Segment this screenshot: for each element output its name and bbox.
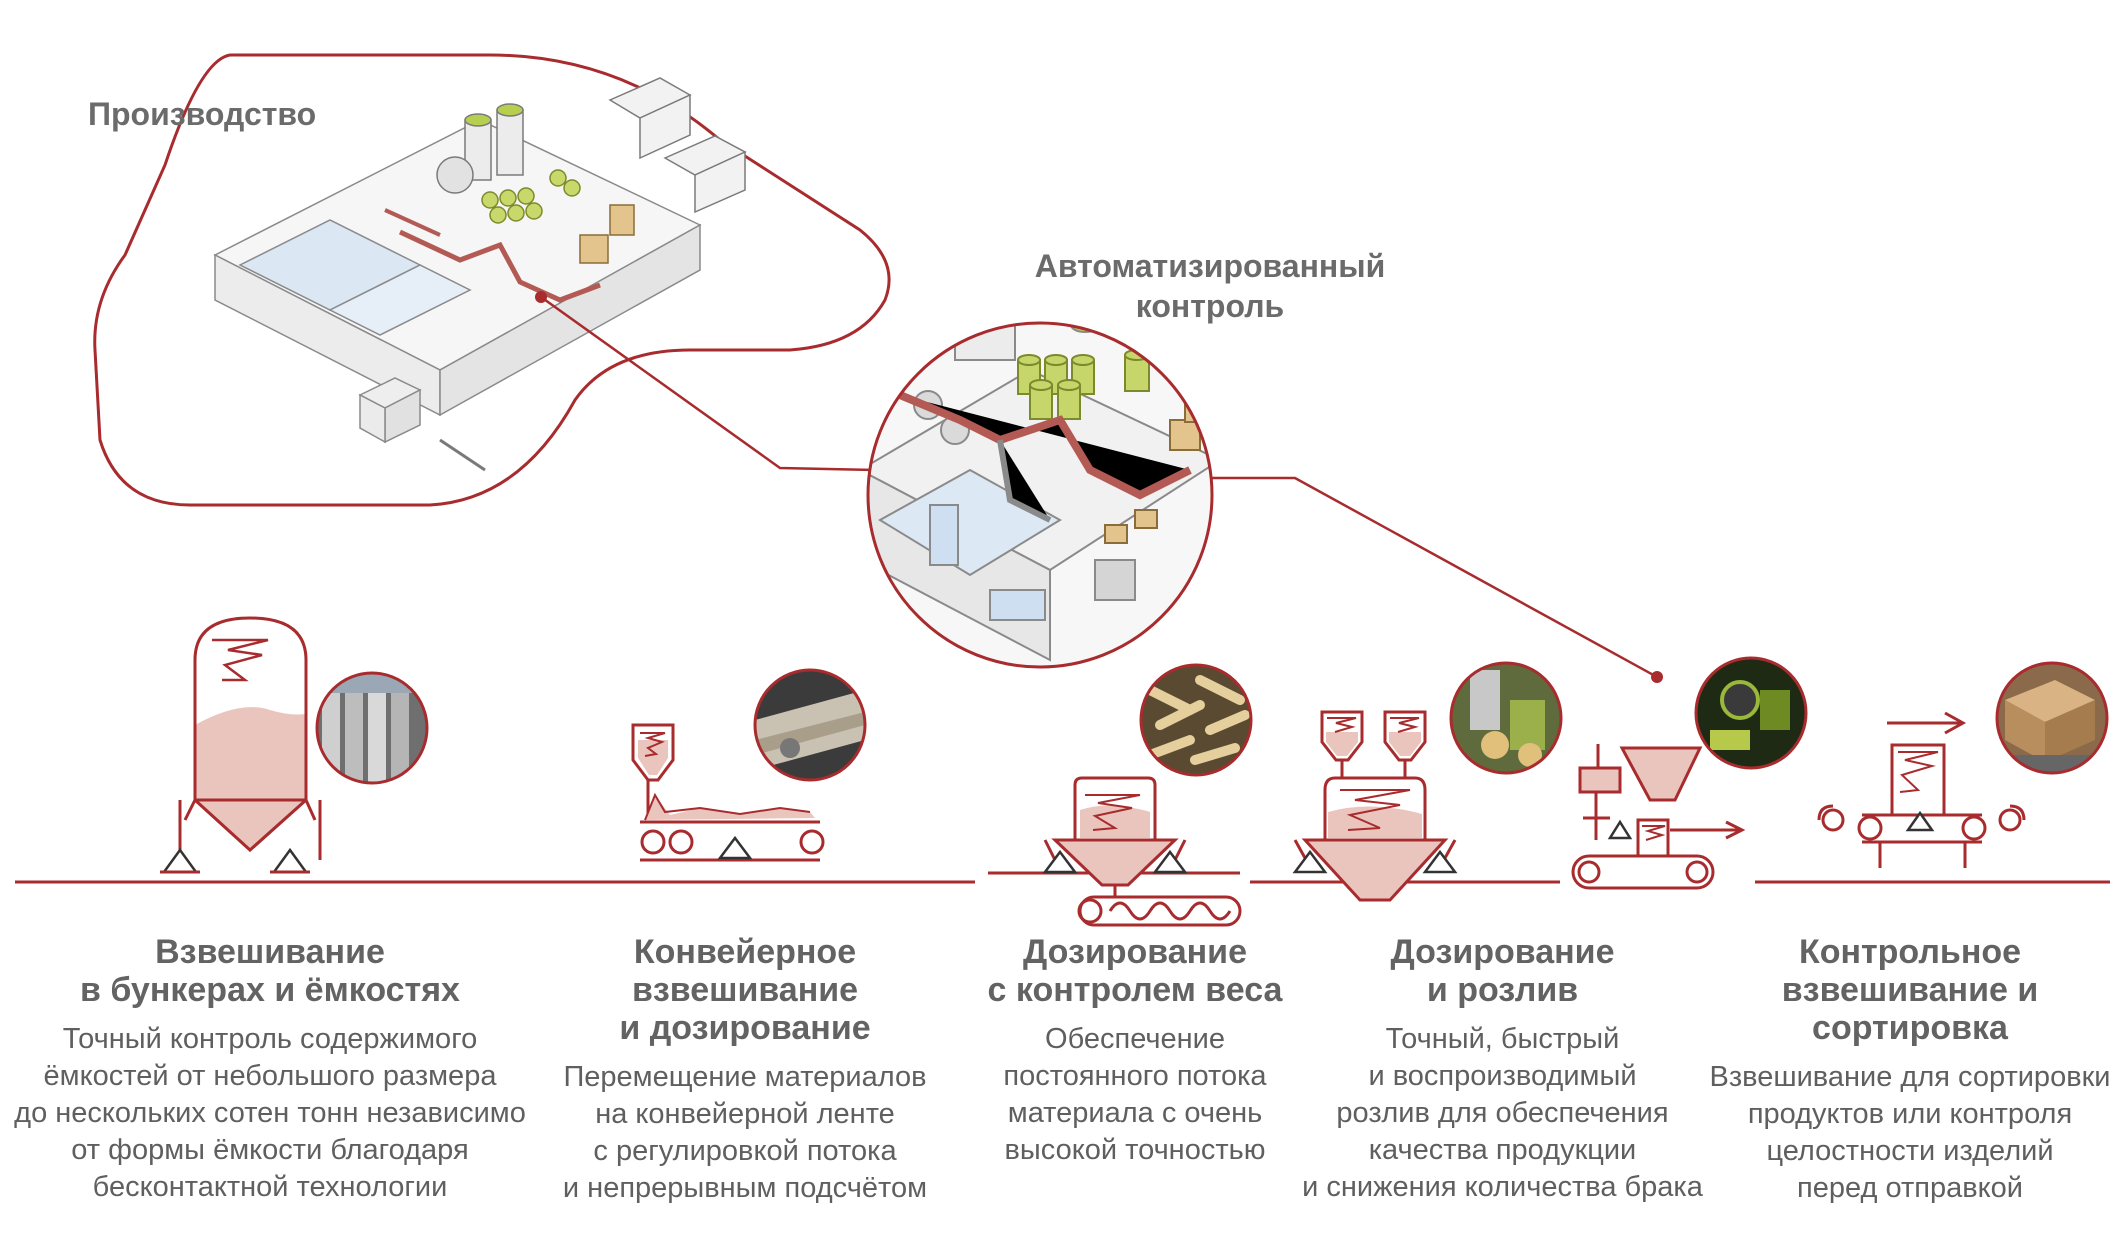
station-title: с контролем веса (987, 971, 1283, 1009)
station-description: постоянного потока (1003, 1060, 1267, 1092)
silo-icon (160, 616, 322, 874)
automated-control-label: Автоматизированный контроль (1020, 246, 1400, 326)
station-description: высокой точностью (1004, 1134, 1266, 1166)
station-description: и воспроизводимый (1368, 1060, 1637, 1092)
bottling-conveyor-icon (1571, 744, 1746, 890)
station-description: Обеспечение (1045, 1023, 1225, 1055)
station-description: перед отправкой (1797, 1172, 2023, 1204)
station-title: Конвейерное взвешивание (631, 933, 859, 1009)
automated-control-label-line2: контроль (1135, 288, 1285, 324)
station-title: Дозирование (1022, 933, 1247, 971)
magnifier-circle (866, 321, 1214, 669)
connector-lines (540, 295, 1658, 679)
anchor-dot-right (1651, 671, 1663, 683)
production-label: Производство (88, 96, 317, 132)
station-title: Контрольное (1798, 933, 2022, 971)
automated-control-label-line1: Автоматизированный (1034, 248, 1386, 284)
station-title: Дозирование (1390, 933, 1615, 971)
station-description: и снижения количества брака (1302, 1171, 1703, 1203)
station-description: розлив для обеспечения (1336, 1097, 1669, 1129)
station-title: и дозирование (619, 1009, 871, 1047)
station-description: материала с очень (1007, 1097, 1263, 1129)
conveyor-scale-icon (631, 723, 825, 862)
station-check-weighing: Контрольное взвешивание и сортировка Взв… (1695, 933, 2125, 1207)
station-description: от формы ёмкости благодаря (71, 1134, 469, 1166)
factory-illustration (213, 77, 747, 472)
station-description: с регулировкой потока (593, 1135, 897, 1167)
station-title: Взвешивание (155, 933, 385, 971)
checkweigher-icon (1817, 711, 2026, 868)
station-description: качества продукции (1368, 1134, 1637, 1166)
station-dosing-filling: Дозирование и розлив Точный, быстрый и в… (1290, 933, 1715, 1206)
station-description: бесконтактной технологии (92, 1171, 448, 1203)
ground-lines (15, 871, 2110, 884)
station-description: Перемещение материалов (563, 1061, 927, 1093)
station-title: и розлив (1426, 971, 1579, 1009)
station-hopper-weighing: Взвешивание в бункерах и ёмкостях Точный… (5, 933, 535, 1206)
station-conveyor-weighing: Конвейерное взвешивание и дозирование Пе… (535, 933, 955, 1207)
filling-machine-photo (1449, 661, 1563, 775)
station-description: Точный, быстрый (1385, 1023, 1620, 1055)
gravimetric-feeder-icon (1042, 776, 1242, 927)
silo-photo (315, 671, 429, 785)
station-description: продуктов или контроля (1747, 1098, 2073, 1130)
station-description: и непрерывным подсчётом (562, 1172, 928, 1204)
station-gravimetric-dosing: Дозирование с контролем веса Обеспечение… (985, 933, 1285, 1169)
bulk-material-photo (1139, 663, 1253, 777)
station-description: ёмкостей от небольшого размера (43, 1060, 497, 1092)
station-title: взвешивание и сортировка (1781, 971, 2039, 1047)
station-description: Точный контроль содержимого (62, 1023, 478, 1055)
station-description: целостности изделий (1766, 1135, 2054, 1167)
station-description: Взвешивание для сортировки (1709, 1061, 2111, 1093)
factory-frame (93, 53, 891, 507)
sorting-boxes-photo (1995, 661, 2109, 775)
sorting-machine-photo (1694, 656, 1808, 770)
station-title: в бункерах и ёмкостях (80, 971, 460, 1009)
station-description: до нескольких сотен тонн независимо (14, 1097, 526, 1129)
conveyor-belt-photo (753, 668, 867, 782)
filling-station-icon (1292, 710, 1458, 902)
station-description: на конвейерной ленте (595, 1098, 895, 1130)
